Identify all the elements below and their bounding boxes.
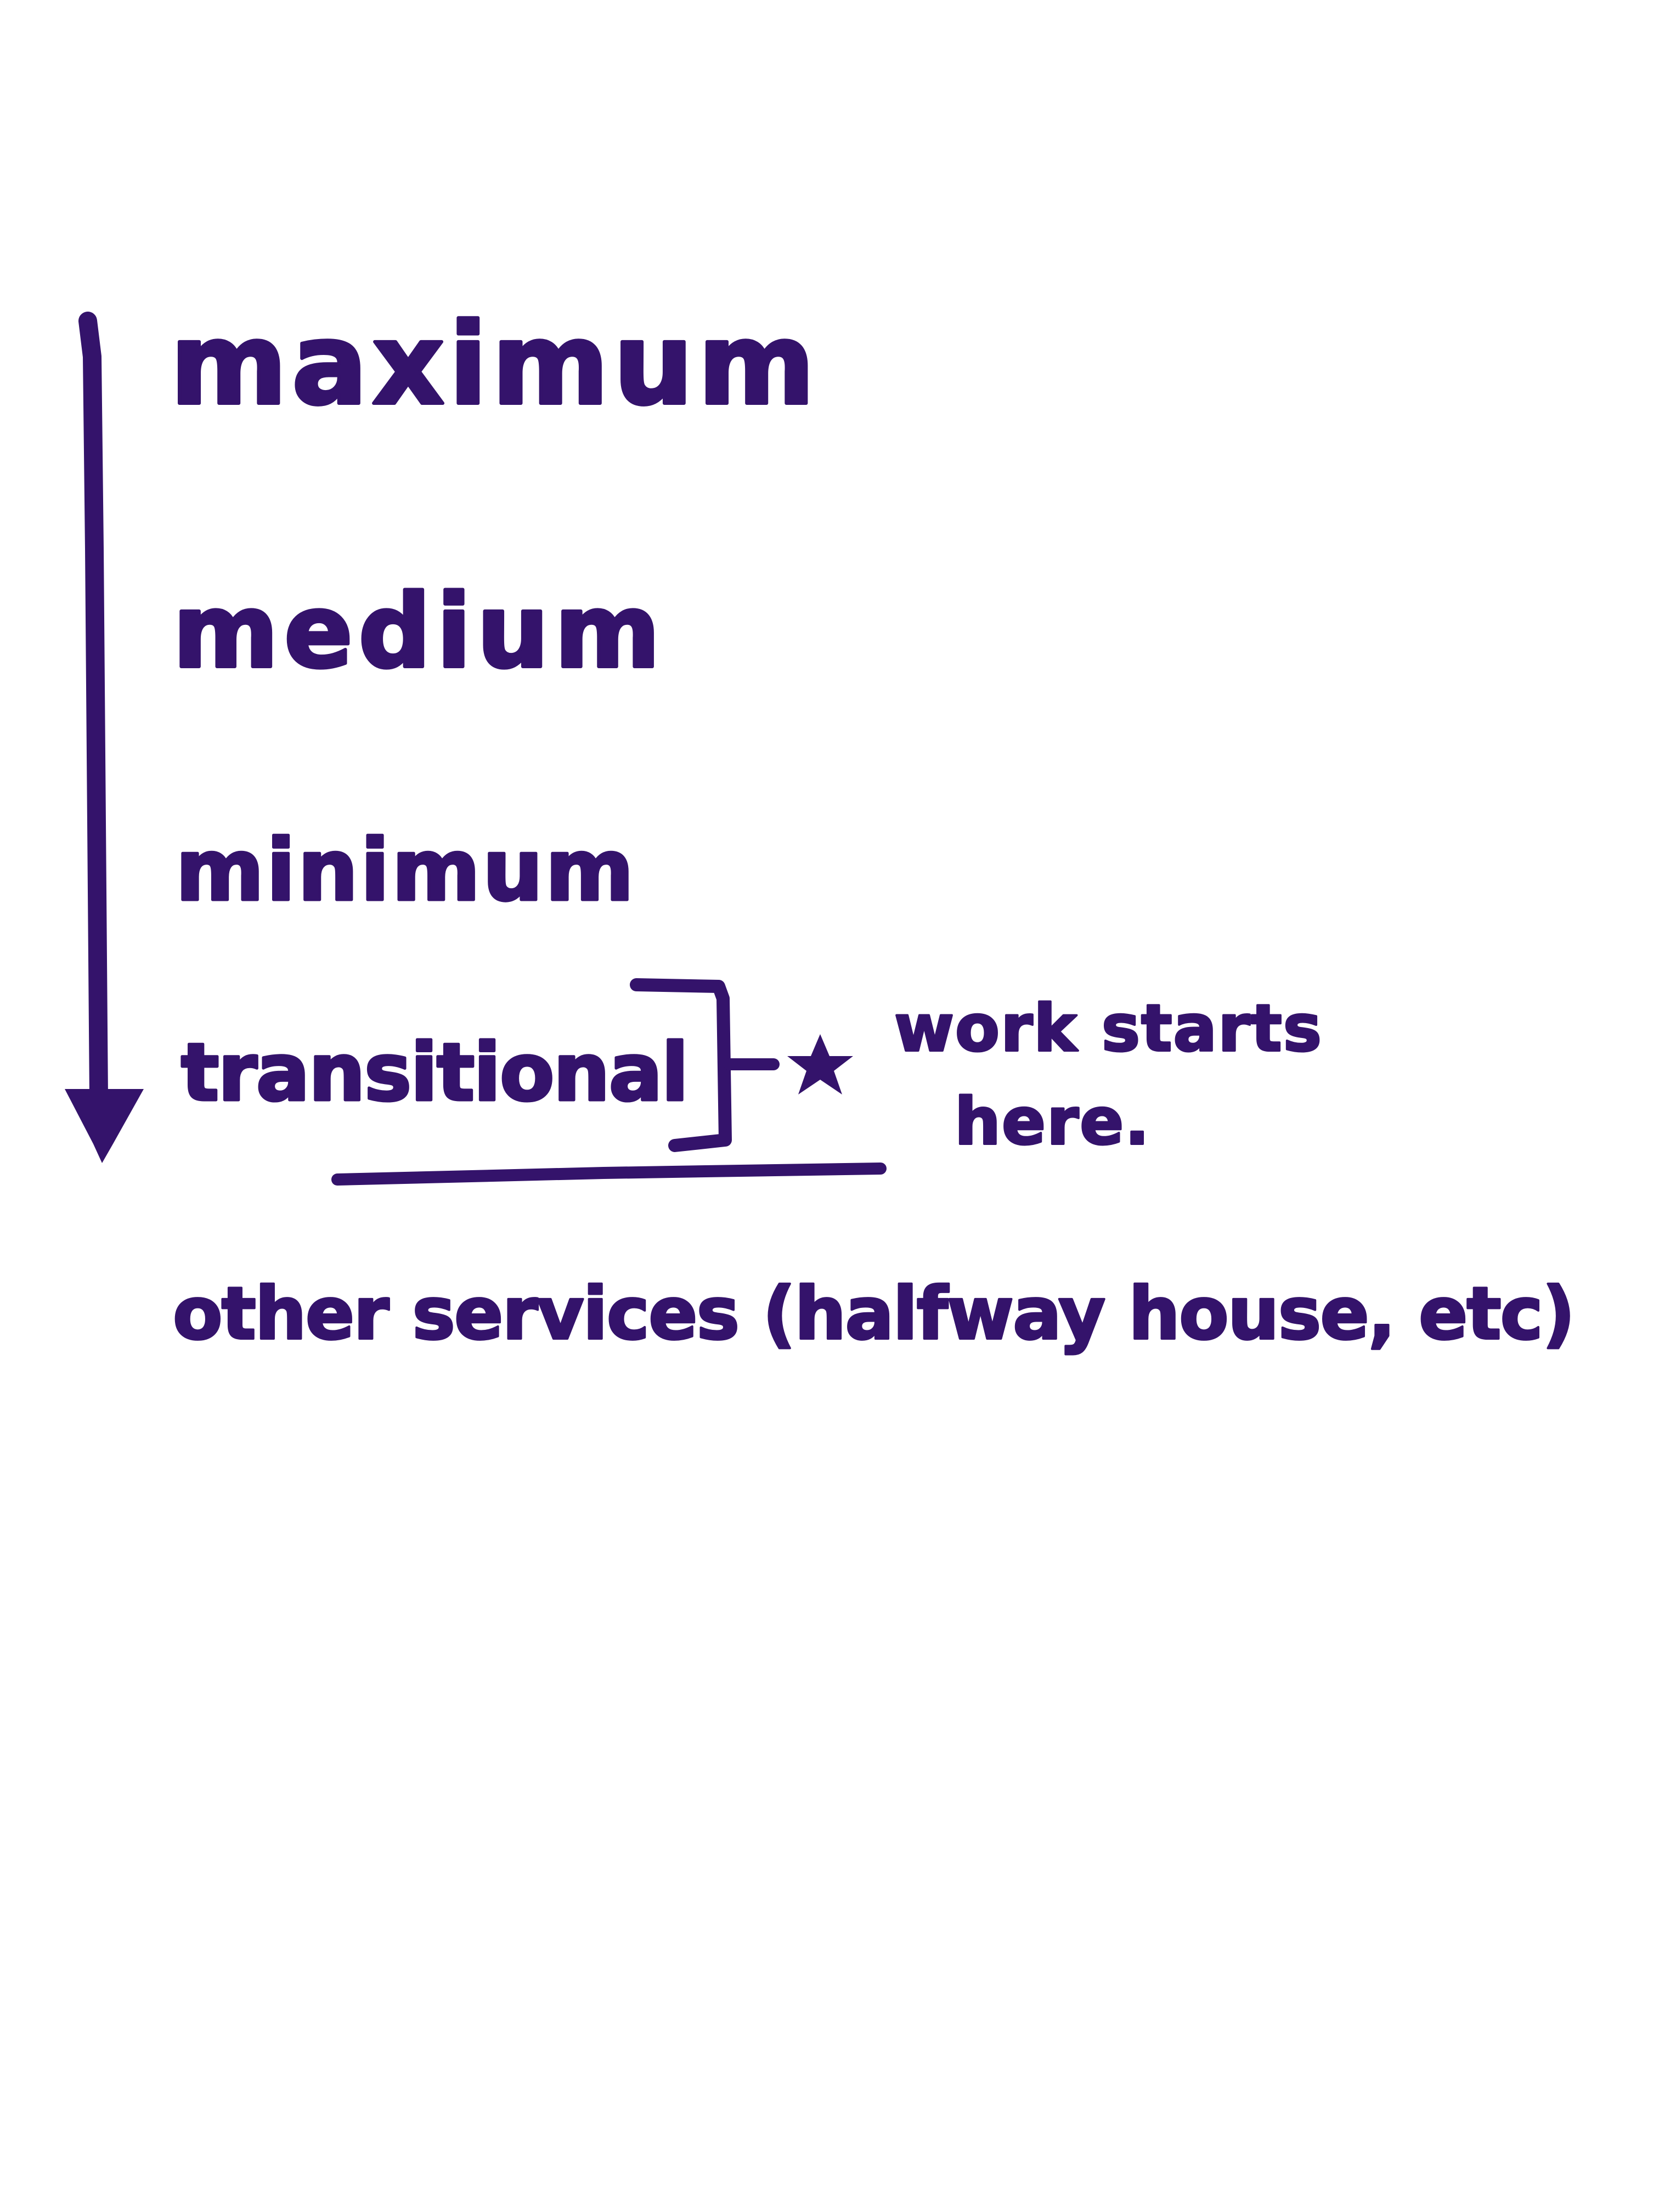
divider-line [331, 1163, 887, 1186]
level-medium: medium [173, 572, 666, 691]
callout-line-1: work starts [894, 990, 1323, 1066]
level-transitional: transitional [181, 1026, 687, 1119]
callout-line-2: here. [955, 1084, 1150, 1159]
star-icon [787, 1034, 853, 1094]
level-minimum: minimum [176, 821, 636, 920]
level-maximum: maximum [170, 300, 820, 430]
down-arrow-icon [65, 312, 144, 1163]
other-services-label: other services (halfway house, etc) [173, 1272, 1574, 1356]
bracket-connector [630, 978, 732, 1152]
